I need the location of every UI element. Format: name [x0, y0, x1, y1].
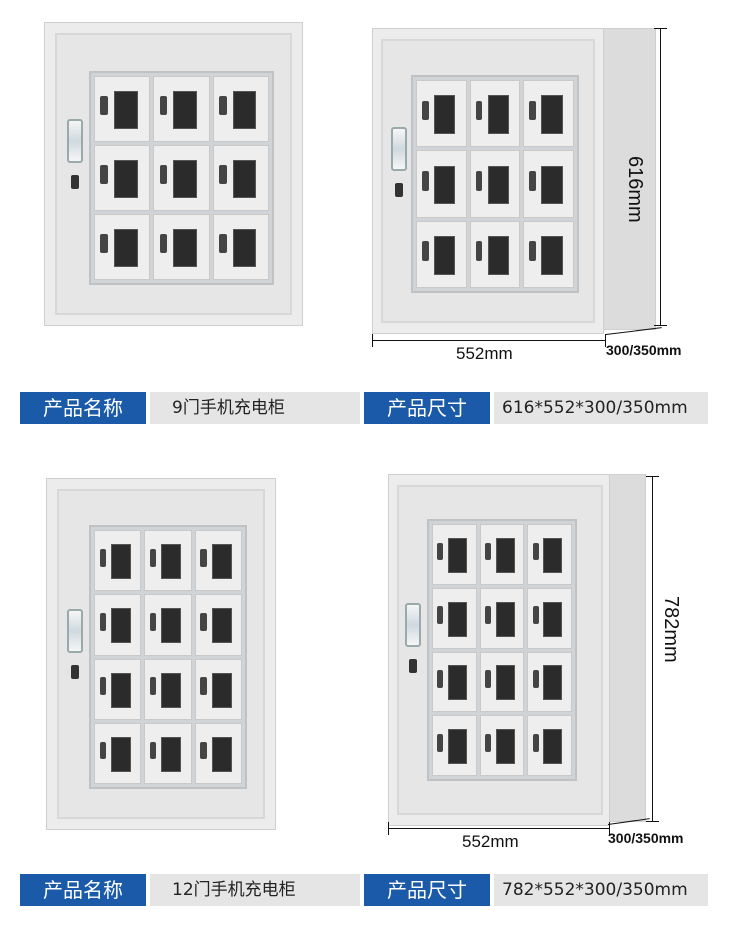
product-name-value: 12门手机充电柜: [150, 874, 360, 906]
cabinet-perspective-view-12: [388, 474, 610, 826]
locker-cell: [94, 530, 142, 592]
glass-window: [427, 519, 577, 781]
product-size-value: 782*552*300/350mm: [494, 874, 708, 906]
locker-cell: [153, 145, 210, 211]
door-handle-icon: [405, 603, 421, 647]
locker-cell: [469, 80, 521, 148]
cabinet-front-view-9: [44, 22, 303, 326]
locker-cell: [194, 530, 242, 592]
keyhole-icon: [409, 659, 417, 673]
cabinet-front-view-12: [46, 478, 276, 830]
locker-cell: [212, 214, 269, 280]
locker-cell: [479, 587, 525, 649]
locker-cell: [94, 594, 142, 656]
locker-cell: [523, 220, 574, 288]
locker-cell: [527, 524, 572, 585]
locker-cell: [523, 150, 574, 218]
door-handle-icon: [67, 119, 83, 163]
cabinet-door: [57, 489, 265, 819]
locker-cell: [432, 715, 477, 776]
locker-cell: [144, 658, 192, 720]
depth-dimension-label: 300/350mm: [608, 830, 684, 846]
locker-cell: [523, 80, 574, 148]
height-dimension-label: 782mm: [660, 596, 682, 663]
locker-cell: [527, 587, 572, 649]
width-dimension-tick: [388, 822, 389, 835]
width-dimension-line: [388, 828, 610, 829]
width-dimension-line: [372, 340, 606, 341]
product-name-key: 产品名称: [20, 874, 146, 906]
locker-cell: [94, 658, 142, 720]
locker-cell: [479, 715, 525, 776]
door-handle-icon: [67, 609, 83, 653]
height-dimension-tick: [646, 476, 659, 477]
product-name-value: 9门手机充电柜: [150, 392, 360, 424]
width-dimension-tick: [605, 334, 606, 347]
locker-cell: [153, 214, 210, 280]
locker-cell: [416, 80, 467, 148]
width-dimension-label: 552mm: [462, 832, 519, 851]
door-handle-icon: [391, 127, 407, 171]
glass-window: [411, 75, 579, 293]
keyhole-icon: [395, 183, 403, 197]
locker-cell: [432, 587, 477, 649]
width-dimension-tick: [609, 822, 610, 835]
locker-cell: [479, 651, 525, 713]
locker-cell: [144, 530, 192, 592]
cabinet-perspective-view-9: [372, 28, 604, 334]
height-dimension-line: [652, 476, 653, 822]
glass-window: [89, 525, 247, 789]
locker-cell: [194, 722, 242, 784]
locker-cell: [94, 76, 151, 142]
locker-cell: [416, 220, 467, 288]
cabinet-side-panel: [606, 474, 646, 822]
depth-dimension-label: 300/350mm: [606, 342, 682, 358]
product-name-key: 产品名称: [20, 392, 146, 424]
locker-cell: [144, 594, 192, 656]
locker-cell: [153, 76, 210, 142]
cabinet-door: [55, 33, 292, 315]
locker-cell: [432, 651, 477, 713]
product-size-value: 616*552*300/350mm: [494, 392, 708, 424]
glass-window: [89, 71, 274, 285]
locker-cell: [527, 715, 572, 776]
locker-cell: [416, 150, 467, 218]
locker-cell: [527, 651, 572, 713]
locker-cell: [94, 214, 151, 280]
top-section: 616mm 552mm 300/350mm 产品名称 9门手机充电柜 产品尺寸 …: [0, 0, 750, 440]
locker-cell: [212, 76, 269, 142]
locker-cell: [94, 722, 142, 784]
height-dimension-tick: [654, 28, 667, 29]
locker-cell: [469, 220, 521, 288]
height-dimension-tick: [654, 325, 667, 326]
keyhole-icon: [71, 665, 79, 679]
width-dimension-label: 552mm: [456, 344, 513, 363]
locker-cell: [212, 145, 269, 211]
locker-cell: [194, 658, 242, 720]
bottom-section: 782mm 552mm 300/350mm 产品名称 12门手机充电柜 产品尺寸…: [0, 460, 750, 931]
product-info-bar: 产品名称 12门手机充电柜 产品尺寸 782*552*300/350mm: [20, 874, 708, 906]
locker-cell: [194, 594, 242, 656]
locker-cell: [94, 145, 151, 211]
keyhole-icon: [71, 175, 79, 189]
locker-cell: [479, 524, 525, 585]
locker-cell: [144, 722, 192, 784]
height-dimension-tick: [646, 821, 659, 822]
cabinet-door: [397, 485, 603, 815]
locker-cell: [469, 150, 521, 218]
locker-cell: [432, 524, 477, 585]
height-dimension-label: 616mm: [624, 156, 646, 223]
product-size-key: 产品尺寸: [364, 392, 490, 424]
product-info-bar: 产品名称 9门手机充电柜 产品尺寸 616*552*300/350mm: [20, 392, 708, 424]
product-size-key: 产品尺寸: [364, 874, 490, 906]
width-dimension-tick: [372, 334, 373, 347]
height-dimension-line: [660, 28, 661, 326]
cabinet-door: [381, 39, 595, 323]
